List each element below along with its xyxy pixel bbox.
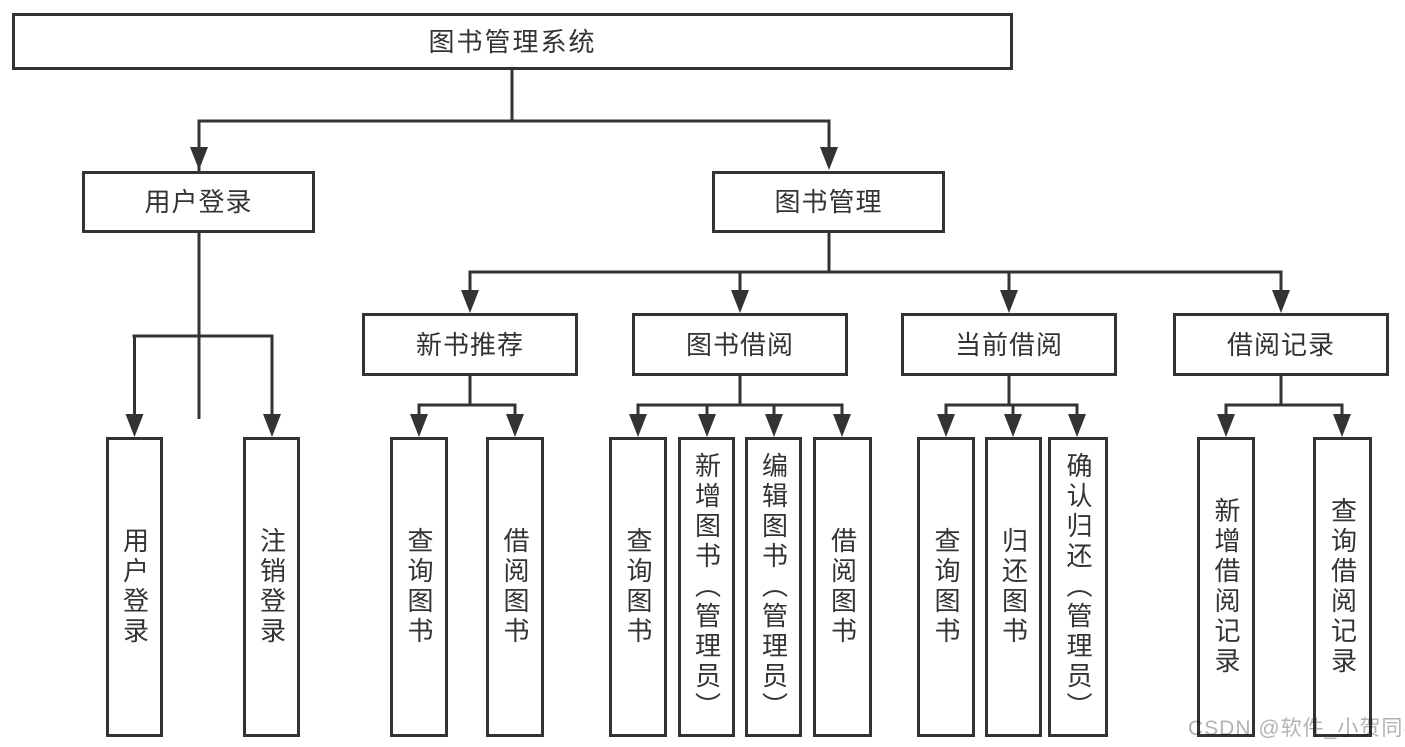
leaf-query-books-current: 查询图书 (917, 437, 975, 737)
leaf-query-borrow-record: 查询借阅记录 (1313, 437, 1372, 737)
node-current-borrowing: 当前借阅 (901, 313, 1117, 376)
leaf-user-login: 用户登录 (106, 437, 163, 737)
node-new-book-recommend: 新书推荐 (362, 313, 578, 376)
leaf-confirm-return-admin: 确认归还（管理员） (1048, 437, 1108, 737)
leaf-add-books-admin: 新增图书（管理员） (678, 437, 735, 737)
node-user-login: 用户登录 (82, 171, 315, 233)
connector-lines (132, 70, 1344, 419)
leaf-query-books-recommend: 查询图书 (390, 437, 448, 737)
leaf-add-borrow-record: 新增借阅记录 (1197, 437, 1255, 737)
leaf-logout: 注销登录 (243, 437, 300, 737)
node-root-library-system: 图书管理系统 (12, 13, 1013, 70)
leaf-edit-books-admin: 编辑图书（管理员） (745, 437, 802, 737)
node-borrowing-records: 借阅记录 (1173, 313, 1389, 376)
node-book-management: 图书管理 (712, 171, 945, 233)
leaf-query-books-borrowing: 查询图书 (609, 437, 667, 737)
leaf-borrow-books-recommend: 借阅图书 (486, 437, 544, 737)
node-book-borrowing: 图书借阅 (632, 313, 848, 376)
leaf-return-books: 归还图书 (985, 437, 1042, 737)
leaf-borrow-books-borrowing: 借阅图书 (813, 437, 872, 737)
